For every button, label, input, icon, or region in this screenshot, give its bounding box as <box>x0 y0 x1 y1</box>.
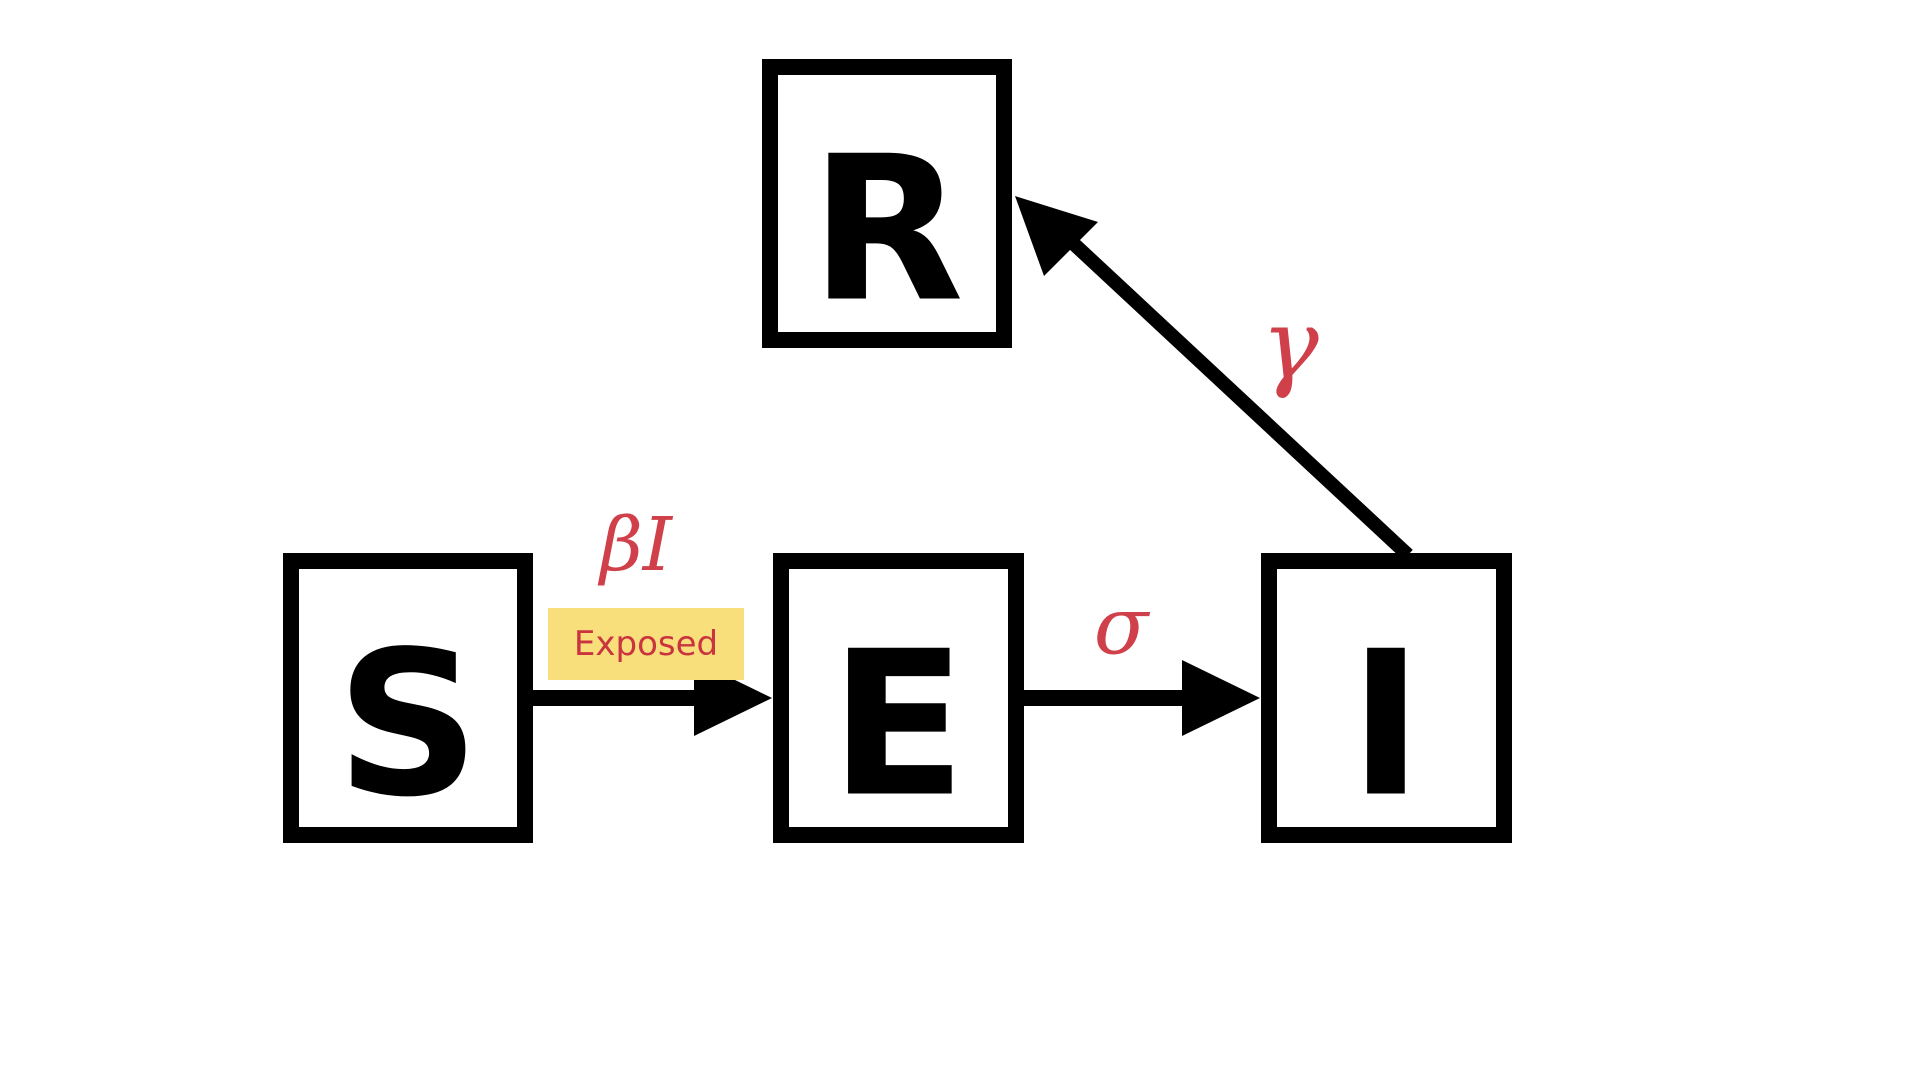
node-i: I <box>1261 553 1512 843</box>
node-e-box <box>773 553 1024 843</box>
edge-e-to-i-arrowhead <box>1182 660 1260 736</box>
node-e: E <box>773 553 1024 843</box>
node-r-box <box>762 59 1012 348</box>
node-r-label: R <box>810 114 964 347</box>
node-i-box <box>1261 553 1512 843</box>
exposed-tag-background <box>548 608 744 680</box>
node-i-label: I <box>1349 609 1423 842</box>
node-s-label: S <box>336 609 480 842</box>
exposed-tag: Exposed <box>548 608 744 680</box>
rate-beta-i: βI <box>597 502 674 588</box>
node-s: S <box>283 553 533 843</box>
exposed-tag-label: Exposed <box>574 624 718 664</box>
edge-i-to-r-line <box>1055 225 1413 561</box>
edge-i-to-r-arrowhead <box>1015 196 1098 276</box>
node-e-label: E <box>830 609 967 842</box>
node-s-box <box>283 553 533 843</box>
rate-gamma: γ <box>1261 289 1319 401</box>
node-r: R <box>762 59 1012 348</box>
edge-e-to-i <box>1024 660 1260 736</box>
rate-sigma: σ <box>1094 580 1151 673</box>
edge-i-to-r <box>1015 196 1413 561</box>
